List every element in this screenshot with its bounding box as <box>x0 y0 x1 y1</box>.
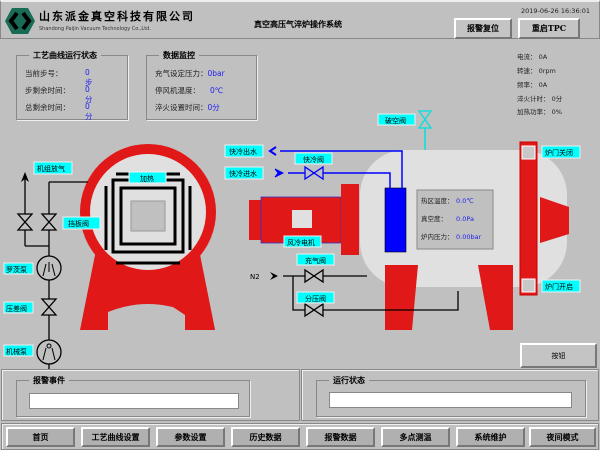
svg-text:0.0℃: 0.0℃ <box>456 197 474 205</box>
run-status-group: 运行状态 <box>316 375 586 417</box>
label-fill-valve[interactable]: 充气阀 <box>296 253 335 266</box>
run-status-panel: 运行状态 <box>301 369 599 421</box>
nav-home[interactable]: 首页 <box>6 427 75 447</box>
process-status-group: 工艺曲线运行状态 当前步号：0步 步剩余时间：0分 总剩余时间：0分 <box>16 50 128 121</box>
header-bar: 山东派金真空科技有限公司 Shandong Paijin Vacuum Tech… <box>0 0 600 39</box>
process-diagram: N2 机组放气 加热 挡板阀 罗茨泵 压差阀 机械泵 快冷出水 快冷阀 快冷进水… <box>3 110 581 370</box>
label-heating[interactable]: 加热 <box>128 171 167 184</box>
restart-tpc-button[interactable]: 重启TPC <box>518 18 580 39</box>
alarm-reset-button[interactable]: 报警复位 <box>454 18 512 39</box>
generic-button[interactable]: 按钮 <box>520 343 597 368</box>
stat-heating-power: 加热功率： 0% <box>517 108 562 116</box>
datetime: 2019-06-26 16:36:01 <box>521 7 591 15</box>
label-cool-out[interactable]: 快冷出水 <box>224 144 264 158</box>
system-title: 真空高压气淬炉操作系统 <box>254 19 342 29</box>
stat-frequency: 频率： 0A <box>517 81 548 89</box>
nav-alarm-data[interactable]: 报警数据 <box>306 427 375 447</box>
door-open-indicator <box>521 278 536 293</box>
roots-pump-icon[interactable] <box>36 255 62 281</box>
svg-text:炉内压力：: 炉内压力： <box>421 232 454 241</box>
mech-pump-icon[interactable] <box>36 339 62 365</box>
svg-text:破空阀: 破空阀 <box>385 116 406 125</box>
cool-in-arrow-icon <box>274 168 285 178</box>
partial-valve-icon[interactable] <box>304 302 324 318</box>
alarm-event-title: 报警事件 <box>29 375 69 386</box>
hot-zone-info: 热区温度：0.0℃ 真空度： 0.0Pa 炉内压力：0.00bar <box>416 189 494 250</box>
step-remaining: 步剩余时间：0分 <box>25 85 93 104</box>
stat-current: 电流： 0A <box>517 53 548 61</box>
run-status-title: 运行状态 <box>329 375 369 386</box>
n2-arrow-icon <box>270 272 278 280</box>
svg-text:0.0Pa: 0.0Pa <box>456 215 474 223</box>
vacuum-furnace <box>80 144 216 330</box>
run-status-field[interactable] <box>329 392 572 408</box>
svg-text:0.00bar: 0.00bar <box>456 233 482 241</box>
vent-valve-icon[interactable] <box>16 213 34 231</box>
group-title: 工艺曲线运行状态 <box>29 50 101 61</box>
nav-parameters[interactable]: 参数设置 <box>156 427 225 447</box>
cool-valve-icon[interactable] <box>304 165 324 181</box>
svg-text:快冷出水: 快冷出水 <box>229 147 257 156</box>
svg-text:快冷阀: 快冷阀 <box>303 155 324 164</box>
svg-text:分压阀: 分压阀 <box>305 294 326 303</box>
data-monitor-group: 数据监控 充气设定压力：0bar 停风机温度：0℃ 淬火设置时间：0分 <box>146 50 257 120</box>
vent-arrow-icon <box>21 172 29 182</box>
svg-text:炉门开启: 炉门开启 <box>545 282 573 291</box>
n2-label: N2 <box>250 273 260 281</box>
fill-pressure: 充气设定压力：0bar <box>155 69 225 78</box>
group-title: 数据监控 <box>159 50 199 61</box>
label-roots-pump[interactable]: 罗茨泵 <box>3 262 34 275</box>
cool-out-arrow-icon <box>268 146 277 156</box>
stat-quench-timer: 淬火计时： 0分 <box>517 95 563 103</box>
quench-chamber <box>249 141 569 330</box>
label-break-valve[interactable]: 破空阀 <box>377 113 416 126</box>
heat-exchanger <box>384 187 407 253</box>
door-close-indicator <box>521 145 536 160</box>
company-name: 山东派金真空科技有限公司 <box>39 10 195 23</box>
current-step: 当前步号：0步 <box>25 68 93 87</box>
stat-speed: 转速： 0rpm <box>517 67 556 75</box>
svg-text:充气阀: 充气阀 <box>305 256 326 265</box>
label-partial-valve[interactable]: 分压阀 <box>296 291 335 304</box>
nav-history[interactable]: 历史数据 <box>231 427 300 447</box>
svg-text:快冷进水: 快冷进水 <box>229 169 257 178</box>
svg-text:机械泵: 机械泵 <box>6 347 27 356</box>
label-door-close[interactable]: 炉门关闭 <box>541 145 581 159</box>
quench-time: 淬火设置时间：0分 <box>155 103 220 112</box>
baffle-valve-icon[interactable] <box>40 213 58 231</box>
break-valve-icon[interactable] <box>417 110 433 129</box>
label-cool-in[interactable]: 快冷进水 <box>224 166 264 180</box>
svg-text:挡板阀: 挡板阀 <box>68 219 89 228</box>
label-baffle-valve[interactable]: 挡板阀 <box>62 216 101 230</box>
label-vent[interactable]: 机组放气 <box>33 161 73 175</box>
label-fan-motor[interactable]: 风冷电机 <box>283 235 322 248</box>
svg-text:加热: 加热 <box>140 174 154 183</box>
svg-text:炉门关闭: 炉门关闭 <box>545 148 573 157</box>
alarm-event-panel: 报警事件 <box>1 369 300 421</box>
label-diff-valve[interactable]: 压差阀 <box>3 301 34 314</box>
svg-text:压差阀: 压差阀 <box>6 304 27 313</box>
company-logo-icon <box>5 8 35 34</box>
svg-text:真空度：: 真空度： <box>421 214 447 223</box>
nav-multipoint-temp[interactable]: 多点测温 <box>381 427 450 447</box>
svg-text:罗茨泵: 罗茨泵 <box>6 265 27 274</box>
company-name-en: Shandong Paijin Vacuum Technology Co.,Lt… <box>39 26 151 32</box>
svg-text:热区温度：: 热区温度： <box>421 196 454 205</box>
nav-bar: 首页 工艺曲线设置 参数设置 历史数据 报警数据 多点测温 系统维护 夜间模式 <box>1 423 599 450</box>
fan-stop-temp: 停风机温度：0℃ <box>155 86 224 95</box>
total-remaining: 总剩余时间：0分 <box>25 102 93 121</box>
alarm-event-field[interactable] <box>29 393 239 409</box>
label-cool-valve[interactable]: 快冷阀 <box>294 152 333 165</box>
nav-maintenance[interactable]: 系统维护 <box>456 427 525 447</box>
nav-process-curve[interactable]: 工艺曲线设置 <box>81 427 150 447</box>
svg-text:机组放气: 机组放气 <box>37 164 65 173</box>
label-door-open[interactable]: 炉门开启 <box>541 279 581 293</box>
label-mech-pump[interactable]: 机械泵 <box>3 344 34 357</box>
diff-valve-icon[interactable] <box>40 298 58 316</box>
svg-text:风冷电机: 风冷电机 <box>287 238 315 247</box>
alarm-event-group: 报警事件 <box>16 375 250 417</box>
nav-night-mode[interactable]: 夜间模式 <box>529 427 596 447</box>
fill-valve-icon[interactable] <box>304 268 324 284</box>
